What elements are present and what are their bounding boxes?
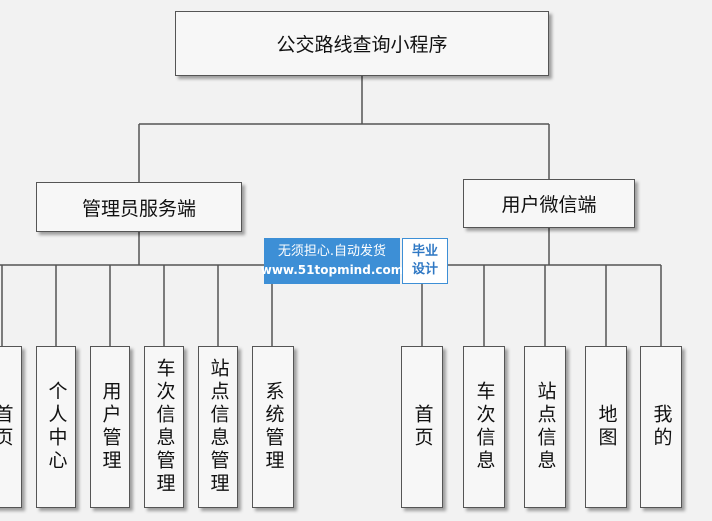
user-node: 用户微信端 <box>463 179 635 228</box>
admin-label: 管理员服务端 <box>81 197 196 220</box>
root-node: 公交路线查询小程序 <box>175 11 549 76</box>
admin-child-trips: 车次信息管理 <box>144 346 184 508</box>
admin-child-home: 首页 <box>0 346 22 508</box>
user-child-mine: 我的 <box>640 346 682 508</box>
watermark-banner: 无须担心.自动发货 www.51topmind.com 毕业设计 <box>261 238 448 284</box>
watermark-slogan: 无须担心.自动发货 <box>277 244 387 259</box>
user-label: 用户微信端 <box>501 194 597 216</box>
admin-child-system: 系统管理 <box>252 346 294 508</box>
admin-child-personal: 个人中心 <box>36 346 76 508</box>
admin-child-users: 用户管理 <box>90 346 130 508</box>
watermark-badge: 毕业设计 <box>402 238 448 284</box>
user-child-trips: 车次信息 <box>463 346 505 508</box>
user-child-stations: 站点信息 <box>524 346 566 508</box>
admin-child-stations: 站点信息管理 <box>198 346 238 508</box>
admin-node: 管理员服务端 <box>36 182 242 232</box>
user-child-map: 地图 <box>585 346 627 508</box>
root-label: 公交路线查询小程序 <box>276 34 448 56</box>
watermark-text-block: 无须担心.自动发货 www.51topmind.com <box>261 238 403 284</box>
watermark-badge-text: 毕业设计 <box>411 244 438 277</box>
watermark-url: www.51topmind.com <box>260 263 404 277</box>
user-child-home: 首页 <box>401 346 443 508</box>
